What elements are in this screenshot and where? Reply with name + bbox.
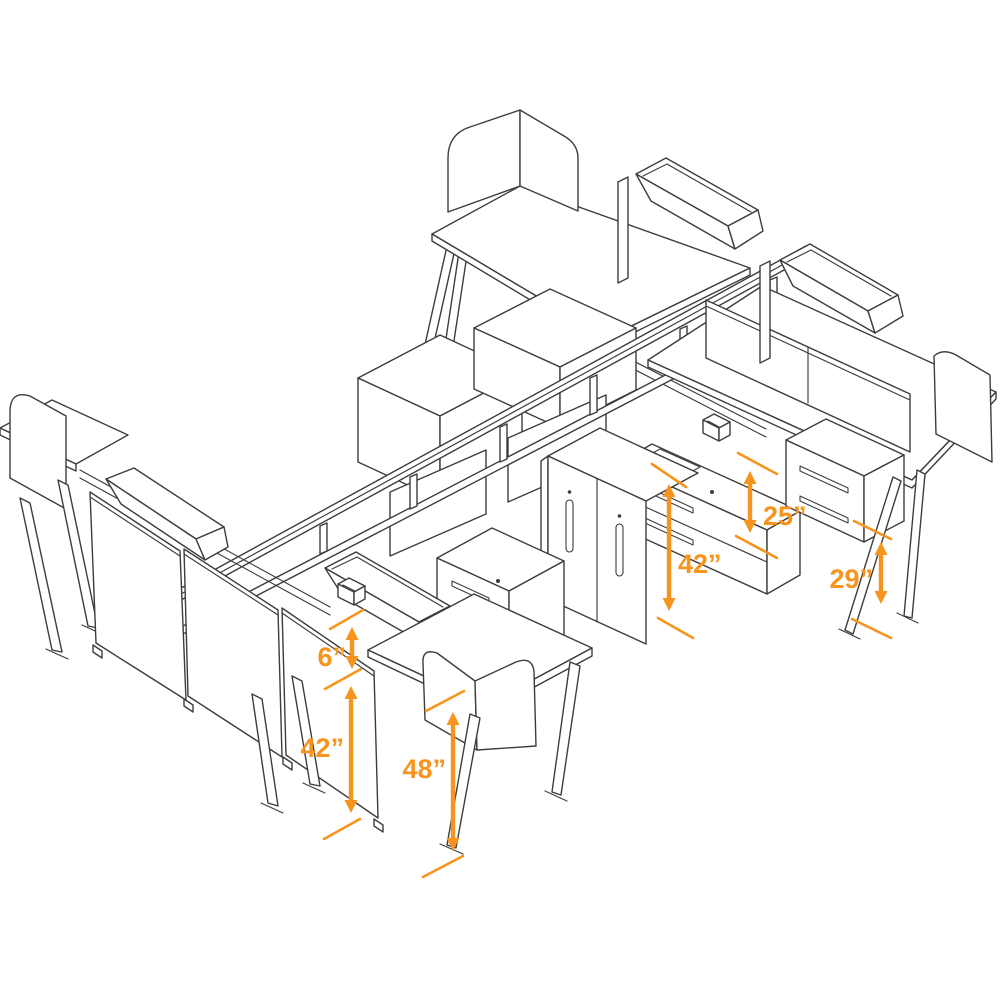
dimension-42in-center: 42” [650, 462, 722, 640]
left-desk-end-screen [9, 394, 67, 510]
dimension-48in: 48” [402, 689, 466, 879]
power-module [337, 577, 366, 606]
dimension-label-6in: 6” [317, 642, 346, 672]
dimension-annotations: 6” 42” 48” 42” [300, 451, 893, 879]
bottom-desk [251, 593, 593, 855]
dimension-label-25in: 25” [763, 501, 807, 531]
dimension-label-48in: 48” [402, 754, 446, 784]
right-desk-back-screen [705, 299, 911, 453]
right-desk [647, 285, 997, 489]
spine-rail [149, 245, 807, 647]
dimension-42in-left: 42” [300, 667, 363, 841]
right-desk-legs [838, 469, 926, 640]
power-module [702, 413, 731, 442]
accessory-tray-top [617, 157, 764, 284]
storage-towers [540, 427, 699, 645]
dimension-6in: 6” [317, 608, 365, 672]
accessory-tray-center [324, 551, 456, 647]
accessory-tray-right [759, 243, 904, 364]
left-desk [0, 394, 331, 660]
top-desk-corner-screen [447, 109, 579, 213]
accessory-tray-left [105, 467, 229, 561]
tower-handle [565, 499, 574, 553]
right-desk-end-screen [933, 351, 993, 463]
bottom-desk-corner-screen [422, 651, 537, 751]
dimension-label-42in-left: 42” [300, 733, 344, 763]
dimension-label-42in-center: 42” [678, 549, 722, 579]
dimension-29in: 29” [829, 519, 893, 640]
dimension-25in: 25” [734, 451, 807, 560]
tower-handle [615, 523, 624, 577]
dimension-label-29in: 29” [829, 564, 873, 594]
